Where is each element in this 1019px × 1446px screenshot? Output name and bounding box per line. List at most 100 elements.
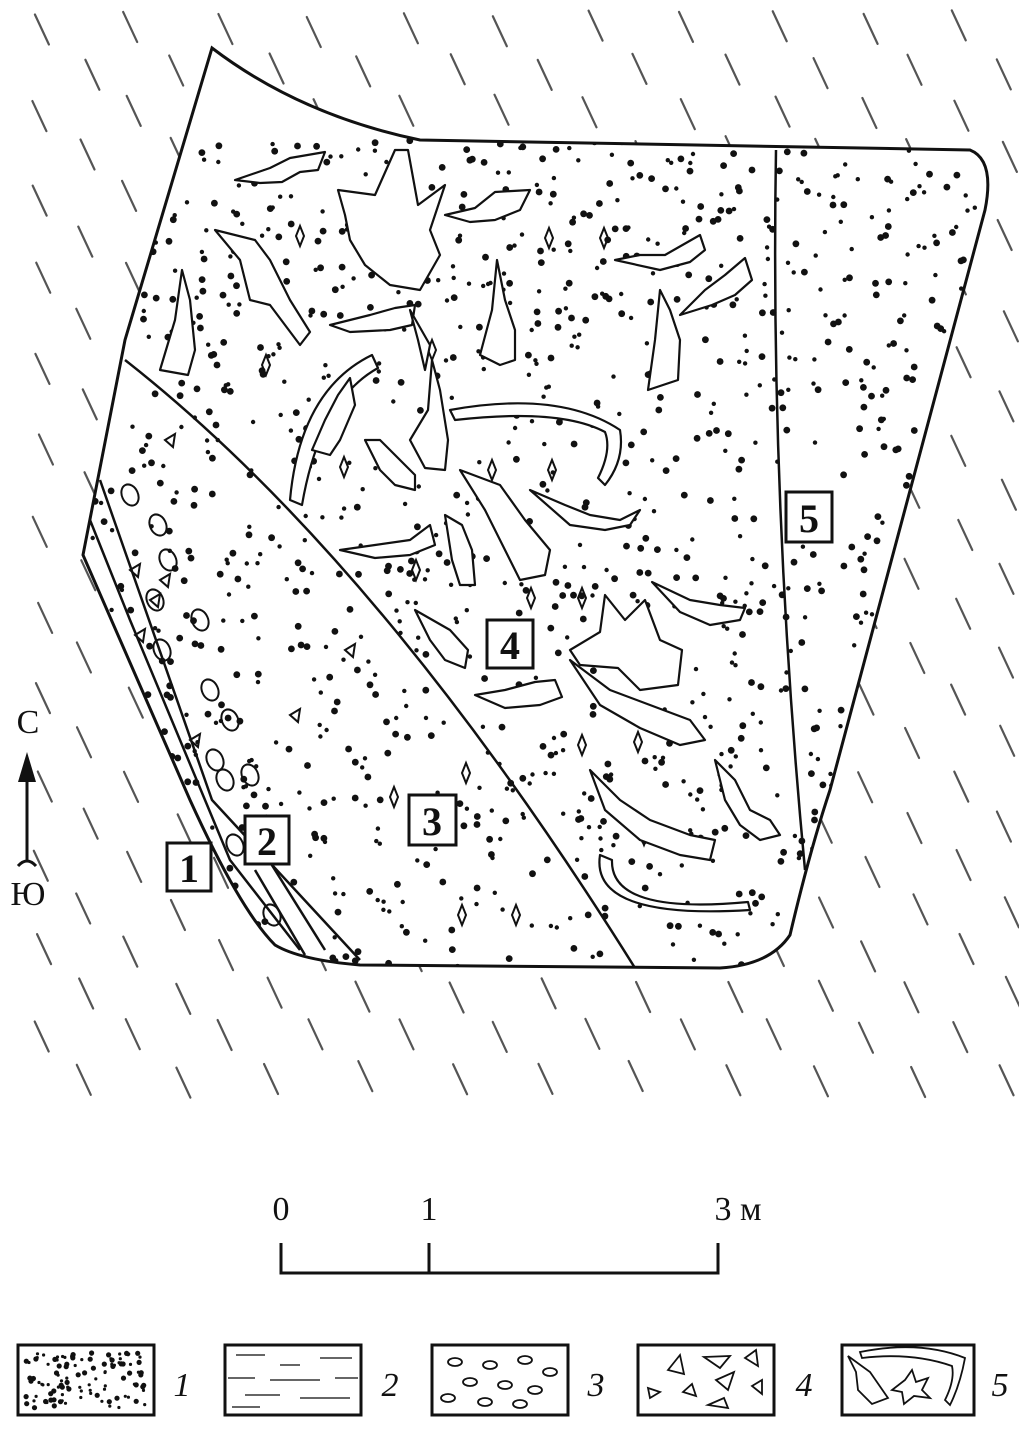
sediment-dot [213, 720, 219, 725]
sediment-dot [909, 189, 917, 197]
sediment-dot [969, 671, 974, 676]
sediment-dot [618, 310, 626, 318]
sediment-dot [976, 869, 983, 877]
scale-tick-1: 1 [421, 1191, 438, 1228]
sediment-dot [796, 855, 802, 861]
sediment-dot [733, 754, 738, 759]
sediment-dot [759, 599, 767, 606]
sediment-dot [737, 734, 745, 742]
diamond-fragment [546, 457, 558, 483]
hatch-stroke [540, 977, 557, 1010]
sediment-dot [294, 559, 302, 567]
sediment-dot [422, 577, 428, 582]
sediment-dot [666, 922, 674, 930]
sediment-dot [783, 148, 791, 156]
hatch-stroke [168, 54, 185, 87]
sediment-dot [734, 297, 739, 302]
sediment-dot [865, 903, 870, 909]
sediment-dot [796, 177, 801, 182]
sediment-dot [94, 786, 102, 794]
sediment-dot [458, 203, 466, 211]
sediment-dot [903, 481, 910, 489]
sediment-dot [882, 386, 890, 394]
swatch-dot [88, 1388, 92, 1392]
sediment-dot [320, 515, 325, 520]
sediment-dot [742, 361, 748, 366]
sediment-dot [947, 865, 955, 872]
bone-fragment [650, 580, 747, 627]
swatch-dot [34, 1394, 38, 1398]
sediment-dot [602, 292, 610, 300]
sediment-dot [153, 818, 160, 826]
hatch-stroke [357, 1060, 374, 1093]
sediment-dot [336, 570, 343, 578]
hatch-stroke [1004, 975, 1019, 1008]
swatch-dot [136, 1359, 142, 1365]
sediment-dot [179, 424, 184, 430]
sediment-dot [742, 832, 750, 839]
sediment-dot [502, 580, 507, 586]
sediment-dot [960, 849, 965, 855]
hatch-stroke [398, 1018, 415, 1051]
sediment-dot [982, 374, 988, 382]
swatch-dot [70, 1355, 76, 1361]
sediment-dot [529, 327, 534, 333]
bone-fragment [646, 288, 682, 392]
bone-fragment [233, 150, 327, 185]
sediment-dot [680, 199, 686, 204]
sediment-dot [896, 595, 904, 603]
sediment-dot [169, 295, 177, 303]
sediment-dot [275, 233, 283, 241]
sediment-dot [333, 698, 341, 706]
hatch-stroke [998, 390, 1015, 423]
diamond-fragment [388, 784, 400, 810]
hatch-stroke [906, 53, 923, 86]
sediment-dot [851, 714, 857, 719]
sediment-dot [860, 566, 868, 574]
sediment-dot [439, 878, 447, 886]
sediment-dot [466, 156, 474, 164]
sediment-dot [859, 378, 864, 383]
sediment-dot [331, 796, 336, 801]
sediment-dot [641, 757, 649, 765]
sediment-dot [551, 175, 557, 181]
sediment-dot [368, 271, 375, 279]
sediment-dot [384, 159, 389, 165]
sediment-dot [373, 466, 378, 471]
swatch-dot [59, 1379, 64, 1383]
sediment-dot [833, 174, 838, 179]
sediment-dot [913, 161, 918, 167]
sediment-dot [228, 254, 233, 259]
sediment-dot [980, 825, 985, 831]
sediment-dot [551, 603, 559, 610]
swatch-dot [110, 1362, 114, 1366]
sediment-dot [619, 291, 624, 297]
area-label-3-text: 3 [422, 799, 442, 844]
sediment-dot [519, 582, 524, 587]
oval-pebble [205, 748, 225, 772]
sediment-dot [376, 796, 384, 804]
sediment-dot [895, 780, 901, 785]
diamond-fragment [260, 352, 272, 378]
sediment-dot [737, 359, 742, 364]
sediment-dot [688, 828, 693, 833]
sediment-dot [886, 208, 892, 213]
sediment-dot [178, 379, 186, 387]
sediment-dot [953, 171, 961, 179]
sediment-dot [375, 897, 380, 903]
sediment-dot [640, 428, 648, 436]
sediment-dot [250, 791, 258, 799]
sediment-dot [719, 751, 724, 757]
sediment-dot [735, 465, 743, 473]
diamond-fragment [294, 223, 306, 249]
sediment-dot [777, 389, 785, 397]
sediment-dot [949, 229, 956, 236]
sediment-dot [581, 564, 587, 570]
sediment-dot [563, 286, 568, 291]
sediment-dot [316, 476, 322, 482]
sediment-dot [167, 658, 174, 665]
legend-num-4: 4 [796, 1367, 813, 1404]
sediment-dot [938, 433, 943, 439]
hatch-stroke [82, 807, 99, 840]
sediment-dot [976, 527, 984, 535]
